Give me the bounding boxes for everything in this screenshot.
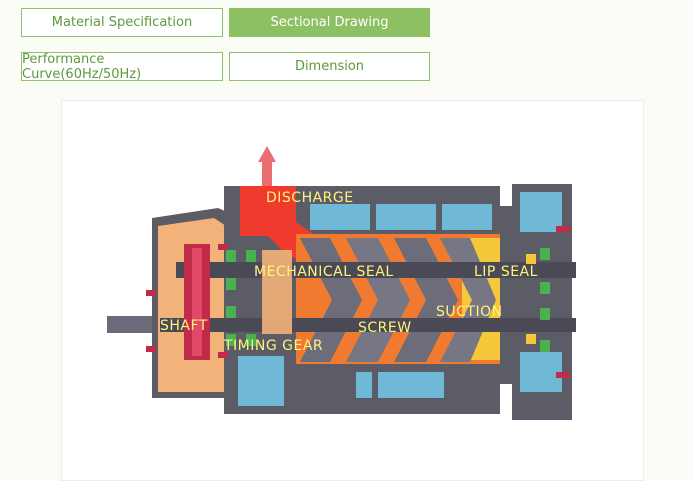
label-screw: SCREW [358, 320, 412, 336]
tab-performance-curve[interactable]: Performance Curve(60Hz/50Hz) [21, 52, 223, 82]
left-bearings [226, 250, 256, 346]
label-shaft: SHAFT [160, 318, 208, 334]
cooling-jacket-top-1 [310, 204, 370, 230]
bolts [146, 226, 570, 378]
cooling-jacket-bottom-3 [378, 372, 444, 398]
right-bearings [540, 248, 550, 352]
label-suction: SUCTION [436, 304, 503, 320]
cooling-jacket-right-top [520, 192, 562, 232]
cooling-jacket-bottom-2 [356, 372, 372, 398]
cooling-jacket-bottom-1 [238, 356, 284, 406]
label-discharge: DISCHARGE [266, 190, 354, 206]
shaft-left-end [107, 316, 162, 333]
label-mechanical-seal: MECHANICAL SEAL [254, 264, 394, 280]
discharge-arrow-icon [258, 146, 276, 188]
mechanical-seal-left [262, 250, 292, 334]
label-timing-gear: TIMING GEAR [223, 338, 323, 354]
tab-sectional-drawing[interactable]: Sectional Drawing [229, 8, 430, 37]
tab-material-specification[interactable]: Material Specification [21, 8, 223, 37]
pump-sectional-drawing: DISCHARGE MECHANICAL SEAL LIP SEAL SHAFT… [107, 146, 576, 420]
lip-seals [526, 254, 536, 344]
cooling-jacket-top-2 [376, 204, 436, 230]
cooling-jacket-top-3 [442, 204, 492, 230]
tab-dimension[interactable]: Dimension [229, 52, 430, 81]
label-lip-seal: LIP SEAL [474, 264, 538, 280]
cooling-jacket-right-bottom [520, 352, 562, 392]
